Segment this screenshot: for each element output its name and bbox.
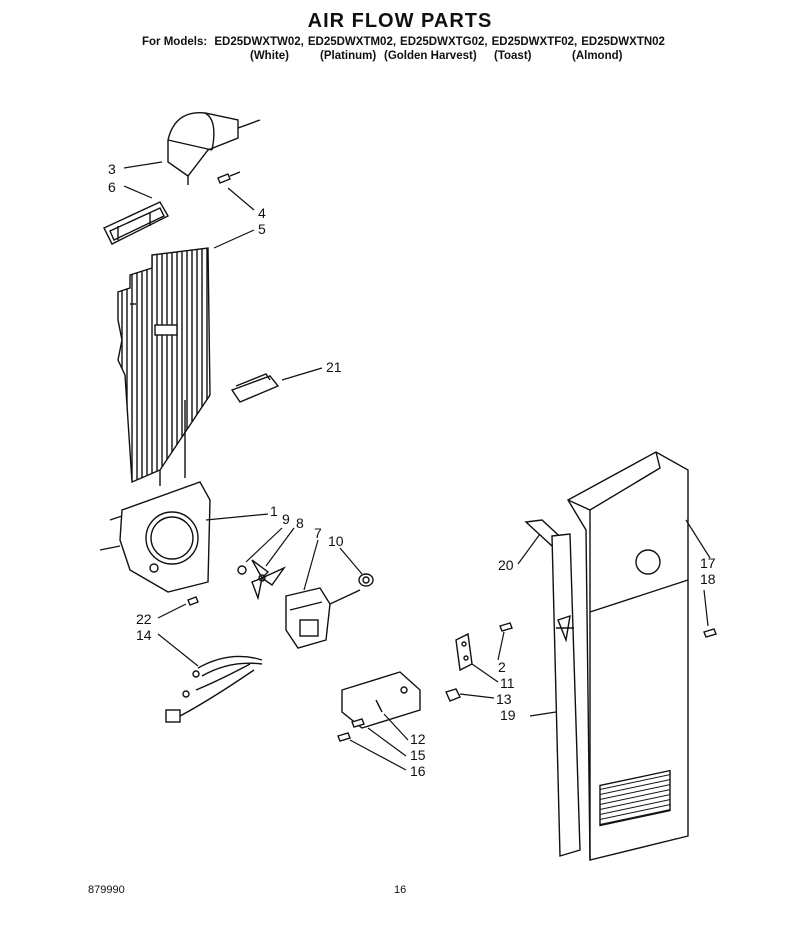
callout-5: 5 xyxy=(258,221,266,237)
air-duct-cap xyxy=(167,112,261,185)
callout-22: 22 xyxy=(136,611,152,627)
callout-17: 17 xyxy=(700,555,716,571)
callout-4: 4 xyxy=(258,205,266,221)
callout-8: 8 xyxy=(296,515,304,531)
model-number: ED25DWXTW02, xyxy=(214,36,304,48)
fan-blade xyxy=(251,559,287,601)
model-color: (Toast) xyxy=(494,50,532,62)
document-number: 879990 xyxy=(88,884,125,896)
model-number: ED25DWXTF02, xyxy=(491,36,578,48)
callout-20: 20 xyxy=(498,557,514,573)
callout-13: 13 xyxy=(496,691,512,707)
model-number: ED25DWXTN02 xyxy=(581,36,665,48)
wire-harness xyxy=(165,655,263,723)
fan-motor xyxy=(285,587,361,649)
screw-part-18 xyxy=(703,628,717,638)
screw-part-15 xyxy=(351,718,365,728)
clip-part-21 xyxy=(230,373,280,403)
air-duct-19 xyxy=(551,533,581,857)
screw-part-2 xyxy=(499,622,513,632)
model-color: (Almond) xyxy=(572,50,623,62)
callout-10: 10 xyxy=(328,533,344,549)
callout-6: 6 xyxy=(108,179,116,195)
mounting-bracket xyxy=(341,671,421,729)
page-title: AIR FLOW PARTS xyxy=(307,10,493,32)
model-number: ED25DWXTG02, xyxy=(400,36,488,48)
callout-2: 2 xyxy=(498,659,506,675)
evaporator-cover xyxy=(117,247,211,486)
model-color: (White) xyxy=(250,50,289,62)
grille-part-6 xyxy=(103,201,169,245)
rear-panel-17 xyxy=(567,451,689,861)
callout-19: 19 xyxy=(500,707,516,723)
callout-9: 9 xyxy=(282,511,290,527)
models-line: For Models: ED25DWXTW02,ED25DWXTM02,ED25… xyxy=(142,36,669,48)
model-color: (Golden Harvest) xyxy=(384,50,477,62)
callout-12: 12 xyxy=(410,731,426,747)
callout-labels: 3 6 4 5 21 1 9 8 7 10 22 14 2 11 13 19 1… xyxy=(108,161,716,779)
part-13 xyxy=(445,688,461,702)
leader-lines xyxy=(123,161,711,771)
callout-11: 11 xyxy=(500,675,515,691)
callout-18: 18 xyxy=(700,571,716,587)
grommet xyxy=(358,573,374,587)
screw-part-16 xyxy=(337,732,351,742)
clip-part-11 xyxy=(455,632,473,672)
callout-15: 15 xyxy=(410,747,426,763)
screw-part-22 xyxy=(187,596,199,606)
page-number: 16 xyxy=(394,884,407,896)
callout-3: 3 xyxy=(108,161,116,177)
callout-14: 14 xyxy=(136,627,152,643)
fan-nut xyxy=(237,565,247,575)
callout-7: 7 xyxy=(314,525,322,541)
callout-1: 1 xyxy=(270,503,278,519)
models-prefix: For Models: xyxy=(142,36,208,48)
callout-16: 16 xyxy=(410,763,426,779)
screw-part-4 xyxy=(217,171,241,184)
model-color: (Platinum) xyxy=(320,50,377,62)
callout-21: 21 xyxy=(326,359,342,375)
model-number: ED25DWXTM02, xyxy=(307,36,397,48)
fan-shroud xyxy=(99,481,211,593)
